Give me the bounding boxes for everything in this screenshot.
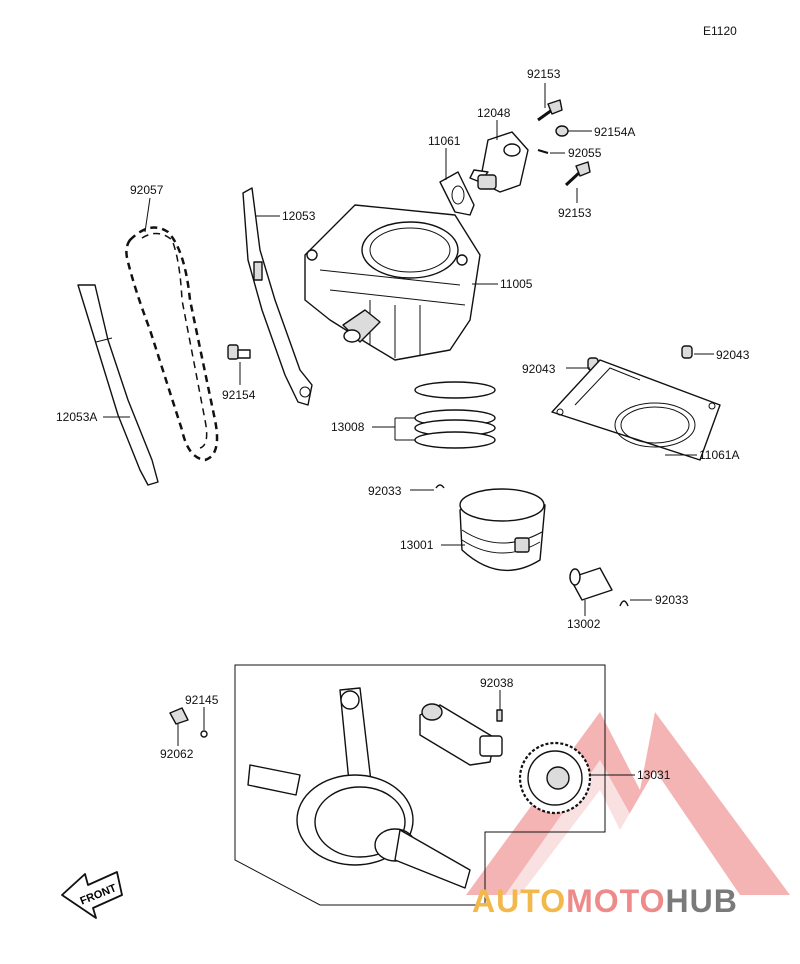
- watermark-moto: MOTO: [566, 883, 665, 919]
- watermark-hub: HUB: [665, 883, 737, 919]
- label-92043-left: 92043: [522, 362, 556, 376]
- watermark-text: AUTOMOTOHUB: [472, 883, 738, 919]
- label-92154: 92154: [222, 388, 256, 402]
- watermark-auto: AUTO: [472, 883, 566, 919]
- svg-text:AUTOMOTOHUB: AUTOMOTOHUB: [472, 883, 738, 919]
- label-11061: 11061: [428, 134, 461, 148]
- label-92153-bottom: 92153: [558, 206, 592, 220]
- bolt-92153-bottom: [564, 161, 591, 187]
- cam-chain-tensioner-12048: [469, 131, 529, 193]
- cam-chain-92057: [125, 226, 219, 462]
- label-92062: 92062: [160, 747, 194, 761]
- diagram-code: E1120: [703, 24, 737, 38]
- label-92038: 92038: [480, 676, 514, 690]
- crankshaft-group-frame: [234, 664, 606, 906]
- gasket-11061: [439, 171, 475, 216]
- chain-guide-12053A: [77, 284, 159, 486]
- piston-13001: [459, 488, 546, 572]
- label-12053A: 12053A: [56, 410, 97, 424]
- label-11061A: 11061A: [699, 448, 739, 462]
- piston-rings-13008: [414, 381, 496, 449]
- label-12048: 12048: [477, 106, 511, 120]
- piston-pin-13002: [569, 567, 613, 601]
- label-13001: 13001: [400, 538, 434, 552]
- label-92043-right: 92043: [716, 348, 750, 362]
- label-92145: 92145: [185, 693, 219, 707]
- label-13008: 13008: [331, 420, 365, 434]
- label-13031: 13031: [637, 768, 671, 782]
- label-11005: 11005: [500, 277, 533, 291]
- woodruff-key-92038: [496, 709, 503, 722]
- balancer-shaft: [419, 703, 503, 766]
- crankshaft-13031: [247, 687, 471, 889]
- drive-gear: [518, 741, 592, 815]
- cylinder-11005: [304, 204, 481, 361]
- leader-lines: [103, 83, 714, 776]
- front-direction-marker: FRONT: [61, 871, 123, 919]
- dowel-92043-right: [681, 345, 693, 359]
- pin-92055: [537, 149, 549, 154]
- chain-guide-12053: [242, 187, 313, 406]
- plug-92062: [169, 707, 189, 725]
- watermark-logo: [466, 712, 790, 895]
- circlip-92033-right: [619, 600, 629, 607]
- label-92153-top: 92153: [527, 67, 561, 81]
- label-92154A: 92154A: [594, 125, 635, 139]
- label-12053: 12053: [282, 209, 316, 223]
- bolt-92153-top: [537, 99, 563, 122]
- ball-92145: [200, 730, 208, 738]
- washer-92154A: [555, 125, 569, 137]
- bolt-92154: [227, 344, 251, 360]
- label-13002: 13002: [567, 617, 601, 631]
- label-92033-top: 92033: [368, 484, 402, 498]
- label-92055: 92055: [568, 146, 602, 160]
- part-labels: 92153 12048 92154A 11061 92055 92153 920…: [56, 67, 750, 782]
- label-92057: 92057: [130, 183, 164, 197]
- gasket-11061A: [551, 359, 721, 461]
- circlip-92033-top: [435, 484, 445, 489]
- label-92033-right: 92033: [655, 593, 689, 607]
